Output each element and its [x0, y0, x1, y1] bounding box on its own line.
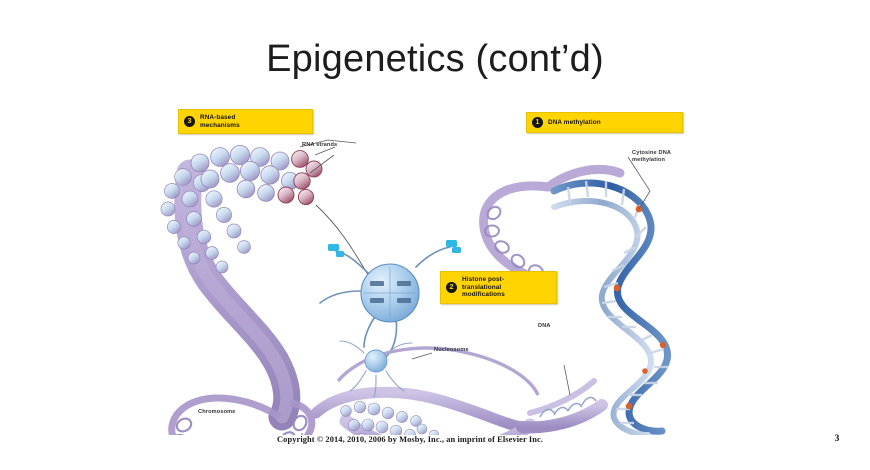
label-rna-strands: RNA strands — [302, 142, 338, 148]
leader-nucleosome — [411, 352, 433, 360]
diagram-artwork — [160, 139, 672, 435]
callout-number-2: 2 — [446, 281, 457, 293]
callout-label-dna-methylation: DNA methylation — [548, 118, 601, 126]
nucleosome-cluster-lower — [310, 340, 540, 435]
callout-label-histone-modifications: Histone post- translational modification… — [462, 276, 505, 299]
copyright-notice: Copyright © 2014, 2010, 2006 by Mosby, I… — [277, 435, 543, 444]
chromatin-loop-left — [168, 394, 316, 435]
histone-octamer — [319, 240, 461, 358]
condensed-chromatin-fiber — [174, 159, 301, 431]
page-number: 3 — [834, 434, 840, 444]
label-nucleosome: Nucleosome — [434, 347, 469, 353]
label-dna: DNA — [538, 323, 551, 329]
rna-strand-leaders — [299, 139, 357, 174]
page-title: Epigenetics (cont’d) — [266, 38, 604, 80]
single-nucleosome — [339, 340, 413, 398]
callout-dna-methylation[interactable]: 1 DNA methylation — [526, 112, 683, 133]
dna-double-helix — [550, 156, 672, 435]
leader-cytosine — [627, 156, 651, 210]
label-chromosome: Chromosome — [198, 409, 236, 415]
callout-rna-based-mechanisms[interactable]: 3 RNA-based mechanisms — [178, 109, 313, 135]
callout-number-1: 1 — [532, 117, 543, 128]
label-cytosine-dna-methylation: Cytosine DNA methylation — [632, 150, 672, 163]
nucleosome-bead-cluster-left — [160, 139, 357, 274]
leader-dna — [563, 364, 571, 396]
histone-tail-marks — [328, 240, 461, 257]
callout-label-rna-based-mechanisms: RNA-based mechanisms — [200, 114, 240, 129]
fiber-to-helix-link — [516, 364, 608, 434]
epigenetics-diagram: 3 RNA-based mechanisms 1 DNA methylation… — [150, 95, 730, 435]
callout-histone-modifications[interactable]: 2 Histone post- translational modificati… — [440, 271, 557, 304]
callout-number-3: 3 — [184, 116, 195, 128]
